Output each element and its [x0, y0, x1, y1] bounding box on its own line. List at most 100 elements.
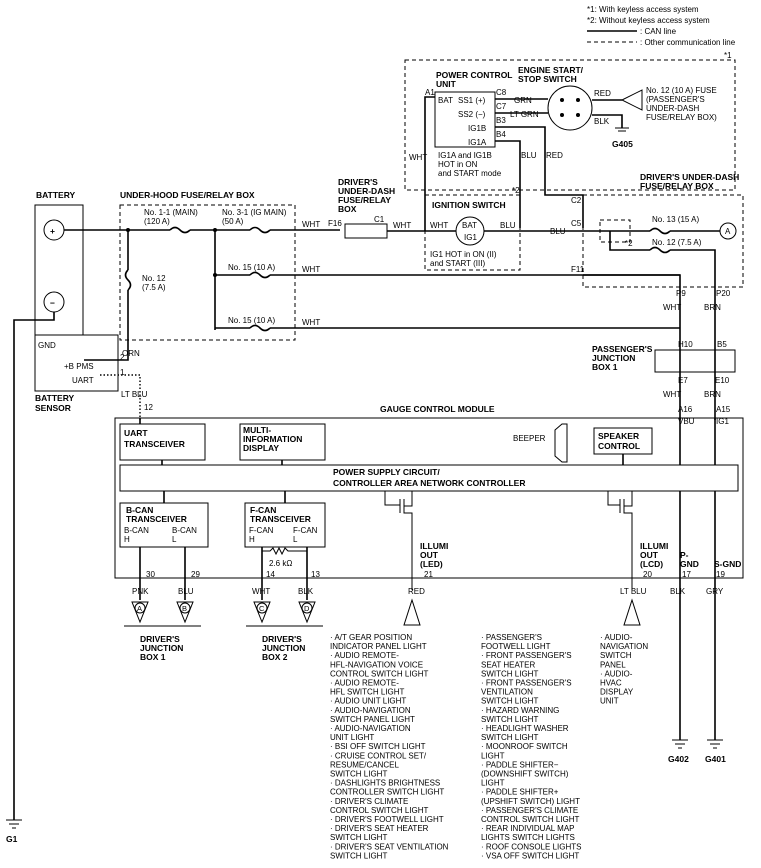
fuse-1-1-symbol [169, 226, 191, 234]
ess-line2: STOP SWITCH [518, 74, 577, 84]
passenger-junction-box: PASSENGER'S JUNCTION BOX 1 H10 B5 E7 E10 [592, 340, 736, 385]
ignition-switch: IGNITION SWITCH BAT IG1 IG1 HOT in ON (I… [430, 200, 506, 268]
list-item: HFL-NAVIGATION VOICE [330, 660, 423, 669]
mid1: MULTI- [243, 425, 271, 435]
pass-fuse-connector [620, 89, 643, 111]
battery-box [34, 204, 84, 336]
pjb-h10: H10 [678, 340, 693, 349]
transistor-led [384, 491, 413, 590]
gcm-box [114, 417, 744, 579]
wire-brn [670, 249, 716, 420]
psu-box [119, 464, 739, 492]
jb2-line1: DRIVER'S [262, 634, 302, 644]
list-item: SWITCH [600, 651, 632, 660]
red-label-b3: RED [546, 151, 563, 160]
list-item: HVAC [600, 679, 622, 688]
g401-label: G401 [705, 754, 726, 764]
underhood-title: UNDER-HOOD FUSE/RELAY BOX [120, 190, 255, 200]
pcu-c8: C8 [496, 88, 507, 97]
list-item: SWITCH LIGHT [481, 715, 538, 724]
dfb2-f11: F11 [571, 265, 585, 274]
spk1: SPEAKER [598, 431, 639, 441]
list-item: CONTROL SWITCH LIGHT [330, 669, 428, 678]
list-item: · AUDIO- [600, 633, 633, 642]
list-item: LIGHT [481, 779, 505, 788]
list-item: · AUDIO-NAVIGATION [330, 706, 411, 715]
pin-30: 30 [146, 570, 155, 579]
pnk-label: PNK [132, 587, 149, 596]
battery-plus: + [50, 226, 55, 236]
g1-label: G1 [6, 834, 18, 844]
list-item: · FRONT PASSENGER'S [481, 679, 572, 688]
list-item: · CRUISE CONTROL SET/ [330, 751, 427, 760]
ground-g402 [672, 739, 688, 749]
underhood-box [119, 204, 296, 341]
illumi-led2: OUT [420, 550, 439, 560]
blk-label-ess: BLK [594, 117, 610, 126]
arrow-lcd [623, 598, 641, 626]
grn-label: GRN [514, 96, 532, 105]
list-item: FOOTWELL LIGHT [481, 642, 551, 651]
pass-fuse-line2: (PASSENGER'S [646, 95, 705, 104]
wht-label-c1: WHT [393, 221, 411, 230]
fuse-12-a: No. 12 [142, 274, 166, 283]
list-item: · PASSENGER'S CLIMATE [481, 806, 578, 815]
ig-note2: HOT in ON [438, 160, 478, 169]
dfb1-line1: DRIVER'S [338, 177, 378, 187]
wire-blk-g405 [592, 114, 623, 128]
fcanl: F-CAN [293, 526, 318, 535]
svg-text:C: C [259, 604, 265, 613]
list-item: · AUDIO REMOTE- [330, 651, 399, 660]
list-item: SWITCH LIGHT [330, 851, 387, 860]
pin-29: 29 [191, 570, 200, 579]
illumi-led1: ILLUMI [420, 541, 448, 551]
pjb-e10: E10 [715, 376, 730, 385]
ign-note1: IG1 HOT in ON (II) [430, 250, 497, 259]
list-item: · REAR INDIVIDUAL MAP [481, 824, 575, 833]
wire-g1 [13, 312, 55, 820]
blu-label-bcan: BLU [178, 587, 194, 596]
illumi-lcd2: OUT [640, 550, 659, 560]
list-item: · PADDLE SHIFTER− [481, 760, 559, 769]
bs-bpms: +B PMS [64, 362, 94, 371]
wire-a1-wht [424, 96, 435, 231]
list-item: · DRIVER'S SEAT HEATER [330, 824, 429, 833]
g405-label: G405 [612, 139, 633, 149]
gry-label-sgnd: GRY [706, 587, 724, 596]
f16-label: F16 [328, 219, 342, 228]
ig-note3: and START mode [438, 169, 502, 178]
gcm-a15: A15 [716, 405, 731, 414]
fuse-15-a: No. 15 (10 A) [228, 263, 275, 272]
list-item: CONTROLLER SWITCH LIGHT [330, 788, 444, 797]
connector-a-fuse: A [725, 227, 731, 236]
engine-start-switch: ENGINE START/ STOP SWITCH [518, 65, 593, 131]
driver-fuse-box-2: DRIVER'S UNDER-DASH FUSE/RELAY BOX C2 C5… [571, 172, 744, 298]
pass-fuse-line1: No. 12 (10 A) FUSE [646, 86, 717, 95]
bcan2: TRANSCEIVER [126, 514, 187, 524]
fcan2: TRANSCEIVER [250, 514, 311, 524]
fuse-3-1-b: (50 A) [222, 217, 244, 226]
gcm-pin12: 12 [144, 403, 153, 412]
driver-fuse-box-1: DRIVER'S UNDER-DASH FUSE/RELAY BOX F16 C… [328, 177, 395, 239]
legend: *1: With keyless access system *2: Witho… [587, 5, 736, 47]
illumi-led3: (LED) [420, 559, 443, 569]
list-item: (DOWNSHIFT SWITCH) [481, 770, 569, 779]
connector-a: A [131, 601, 149, 624]
star2-mark-ign: *2 [512, 186, 520, 195]
ess-line1: ENGINE START/ [518, 65, 584, 75]
fuse-3-1-symbol [249, 226, 271, 234]
fuse-12-symbol [124, 269, 132, 291]
list-item: HFL SWITCH LIGHT [330, 688, 404, 697]
pin-20: 20 [643, 570, 652, 579]
fuse-12-b: (7.5 A) [142, 283, 166, 292]
list-item: · VSA OFF SWITCH LIGHT [481, 851, 579, 860]
ign-title: IGNITION SWITCH [432, 200, 506, 210]
fuse-15a-symbol [249, 271, 271, 279]
pjb-line1: PASSENGER'S [592, 344, 653, 354]
uart2: TRANSCEIVER [124, 439, 185, 449]
list-item: SWITCH LIGHT [481, 733, 538, 742]
blu-label-b4: BLU [521, 151, 537, 160]
bs-label2: SENSOR [35, 403, 71, 413]
